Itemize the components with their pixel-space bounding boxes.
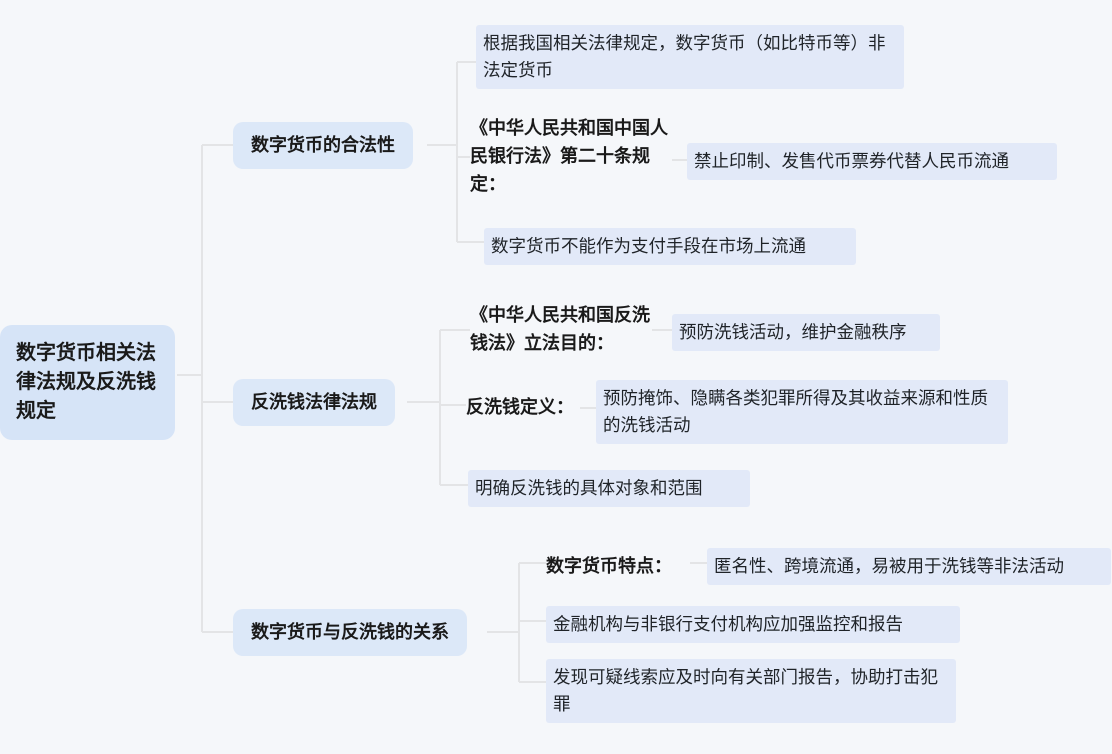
topic-legality-item-3[interactable]: 数字货币不能作为支付手段在市场上流通: [484, 228, 856, 266]
topic-legality-item-2-detail-1[interactable]: 禁止印制、发售代币票券代替人民币流通: [687, 143, 1057, 181]
topic-relation-item-3[interactable]: 发现可疑线索应及时向有关部门报告，协助打击犯罪: [546, 659, 956, 724]
topic-text: 根据我国相关法律规定，数字货币（如比特币等）非法定货币: [483, 33, 886, 81]
topic-relation-item-1-detail-1[interactable]: 匿名性、跨境流通，易被用于洗钱等非法活动: [707, 548, 1111, 586]
topic-text: 《中华人民共和国反洗钱法》立法目的：: [470, 305, 650, 353]
branch-node-aml-laws[interactable]: 反洗钱法律法规: [233, 379, 395, 427]
topic-relation-item-1[interactable]: 数字货币特点：: [546, 551, 690, 583]
topic-aml-item-1[interactable]: 《中华人民共和国反洗钱法》立法目的：: [470, 300, 652, 360]
topic-text: 匿名性、跨境流通，易被用于洗钱等非法活动: [714, 556, 1064, 576]
topic-aml-item-3[interactable]: 明确反洗钱的具体对象和范围: [468, 470, 750, 508]
topic-text: 金融机构与非银行支付机构应加强监控和报告: [553, 614, 903, 634]
topic-text: 反洗钱定义：: [466, 397, 574, 417]
topic-aml-item-2[interactable]: 反洗钱定义：: [466, 392, 580, 424]
topic-legality-item-2[interactable]: 《中华人民共和国中国人民银行法》第二十条规定：: [470, 113, 672, 201]
branch-node-label: 数字货币的合法性: [251, 135, 395, 155]
branch-node-relationship[interactable]: 数字货币与反洗钱的关系: [233, 609, 467, 657]
topic-relation-item-2[interactable]: 金融机构与非银行支付机构应加强监控和报告: [546, 606, 960, 644]
branch-node-legality[interactable]: 数字货币的合法性: [233, 122, 413, 170]
topic-aml-item-1-detail-1[interactable]: 预防洗钱活动，维护金融秩序: [672, 314, 940, 352]
topic-text: 明确反洗钱的具体对象和范围: [475, 478, 703, 498]
topic-text: 数字货币特点：: [546, 556, 672, 576]
topic-legality-item-1[interactable]: 根据我国相关法律规定，数字货币（如比特币等）非法定货币: [476, 25, 904, 90]
topic-text: 《中华人民共和国中国人民银行法》第二十条规定：: [470, 118, 668, 194]
root-node[interactable]: 数字货币相关法律法规及反洗钱规定: [0, 325, 175, 440]
topic-text: 数字货币不能作为支付手段在市场上流通: [491, 236, 806, 256]
topic-aml-item-2-detail-1[interactable]: 预防掩饰、隐瞒各类犯罪所得及其收益来源和性质的洗钱活动: [596, 380, 1008, 445]
topic-text: 预防洗钱活动，维护金融秩序: [679, 322, 907, 342]
branch-node-label: 数字货币与反洗钱的关系: [251, 622, 449, 642]
topic-text: 禁止印制、发售代币票券代替人民币流通: [694, 151, 1009, 171]
branch-node-label: 反洗钱法律法规: [251, 392, 377, 412]
topic-text: 预防掩饰、隐瞒各类犯罪所得及其收益来源和性质的洗钱活动: [603, 388, 988, 436]
topic-text: 发现可疑线索应及时向有关部门报告，协助打击犯罪: [553, 667, 938, 715]
root-node-label: 数字货币相关法律法规及反洗钱规定: [16, 342, 156, 422]
